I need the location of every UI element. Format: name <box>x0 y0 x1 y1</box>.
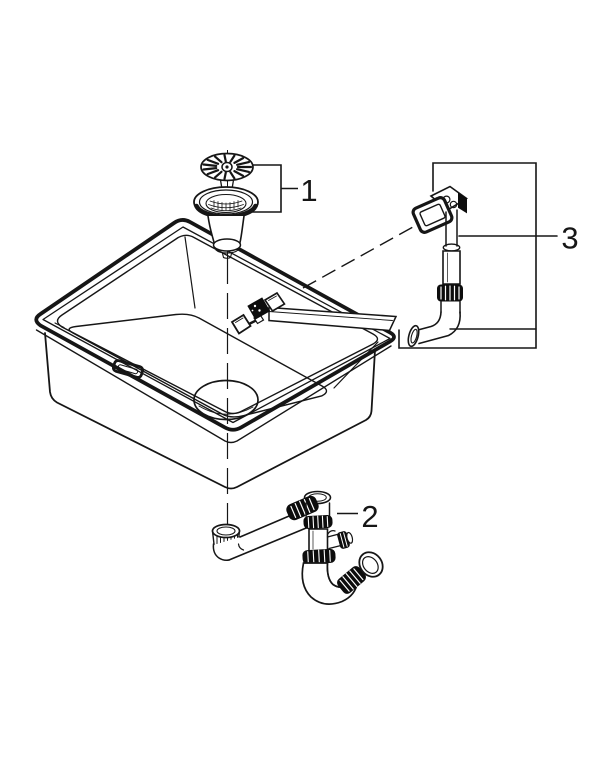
housing-screw-dot <box>251 309 254 312</box>
trap-inlet-elbow <box>212 543 230 561</box>
bowl-right-corner-crease <box>333 341 379 389</box>
trap-ubend-upper-nut <box>302 548 336 565</box>
drain-hole <box>193 379 259 421</box>
sink-bowl-floor-edge <box>68 313 328 418</box>
control-button-housing <box>247 297 271 320</box>
trap-tube-mid <box>308 528 329 552</box>
overflow-pipe-nut <box>437 284 463 302</box>
remote-control-assembly <box>230 291 398 335</box>
trap-inlet-tube-bottom <box>228 525 312 561</box>
control-escutcheon-inner-line <box>268 295 277 301</box>
callout-1-label: 1 <box>300 173 317 208</box>
strainer-assembly <box>193 152 259 259</box>
overflow-pipe-neck <box>445 209 458 247</box>
dishwasher-connector-body <box>326 533 342 550</box>
overflow-slot <box>111 359 145 379</box>
control-escutcheon-plate <box>263 291 286 313</box>
strainer-mesh <box>208 200 244 212</box>
overflow-pipe-collar <box>442 243 461 252</box>
callout-3-label: 3 <box>561 221 578 256</box>
control-conduit-rail <box>268 306 398 332</box>
trap-tee-body <box>305 502 331 517</box>
strainer-plug-hub <box>221 161 233 173</box>
bowl-far-corner-crease <box>184 236 196 309</box>
strainer-plug-fins <box>202 154 253 180</box>
overflow-housing-hole <box>449 200 458 209</box>
overflow-cover-frame <box>411 196 454 234</box>
trap-tee-lower-nut <box>303 515 333 529</box>
control-knob-inner-line <box>235 317 244 323</box>
control-knob-plate <box>230 313 252 335</box>
trap-outlet-collar <box>337 566 366 594</box>
callout-1: 1 <box>252 164 318 213</box>
sink-rim-inner-line <box>42 226 391 424</box>
housing-screw-dot <box>253 304 257 308</box>
siphon-trap-assembly <box>211 490 384 605</box>
strainer-funnel-tail <box>221 252 233 259</box>
callout-3-bracket <box>398 162 537 349</box>
sink-basin <box>34 218 396 490</box>
trap-inlet-elbow-inner <box>237 543 245 551</box>
strainer-funnel-outlet <box>212 238 242 252</box>
trap-inlet-nut-opening <box>216 526 236 536</box>
overflow-pipe-tube <box>442 250 461 285</box>
overflow-alignment-dashed-line <box>302 221 422 289</box>
drain-hole-depth-line <box>198 405 254 415</box>
control-conduit-inner-line <box>268 311 393 321</box>
sink-rim-outer-edge <box>34 218 396 432</box>
trap-inlet-tube-fill <box>213 510 313 560</box>
sink-rim-underside-line <box>35 329 392 444</box>
dishwasher-connector-cap <box>337 531 354 549</box>
overflow-assembly <box>398 162 558 349</box>
strainer-body-flange-inner <box>198 189 254 215</box>
overflow-pipe-lower-collar <box>440 300 461 314</box>
overflow-elbow-inner <box>415 311 442 332</box>
trap-outlet-opening <box>358 551 384 578</box>
bowl-left-corner-crease <box>54 322 65 329</box>
callout-1-bracket <box>252 164 298 213</box>
overflow-housing-clamp <box>458 192 467 214</box>
trap-tee-inlet-nut <box>286 495 319 521</box>
sink-body-outline <box>44 332 376 490</box>
overflow-elbow-outlet <box>407 324 420 348</box>
housing-screw-dot <box>258 309 261 312</box>
strainer-plug-hub-dot <box>225 165 229 169</box>
strainer-funnel-skirt <box>215 249 239 254</box>
dishwasher-connector-bump <box>326 530 336 536</box>
strainer-basket-rim <box>205 193 247 214</box>
overflow-elbow-outer <box>418 311 461 345</box>
callout-2-label: 2 <box>361 499 378 534</box>
